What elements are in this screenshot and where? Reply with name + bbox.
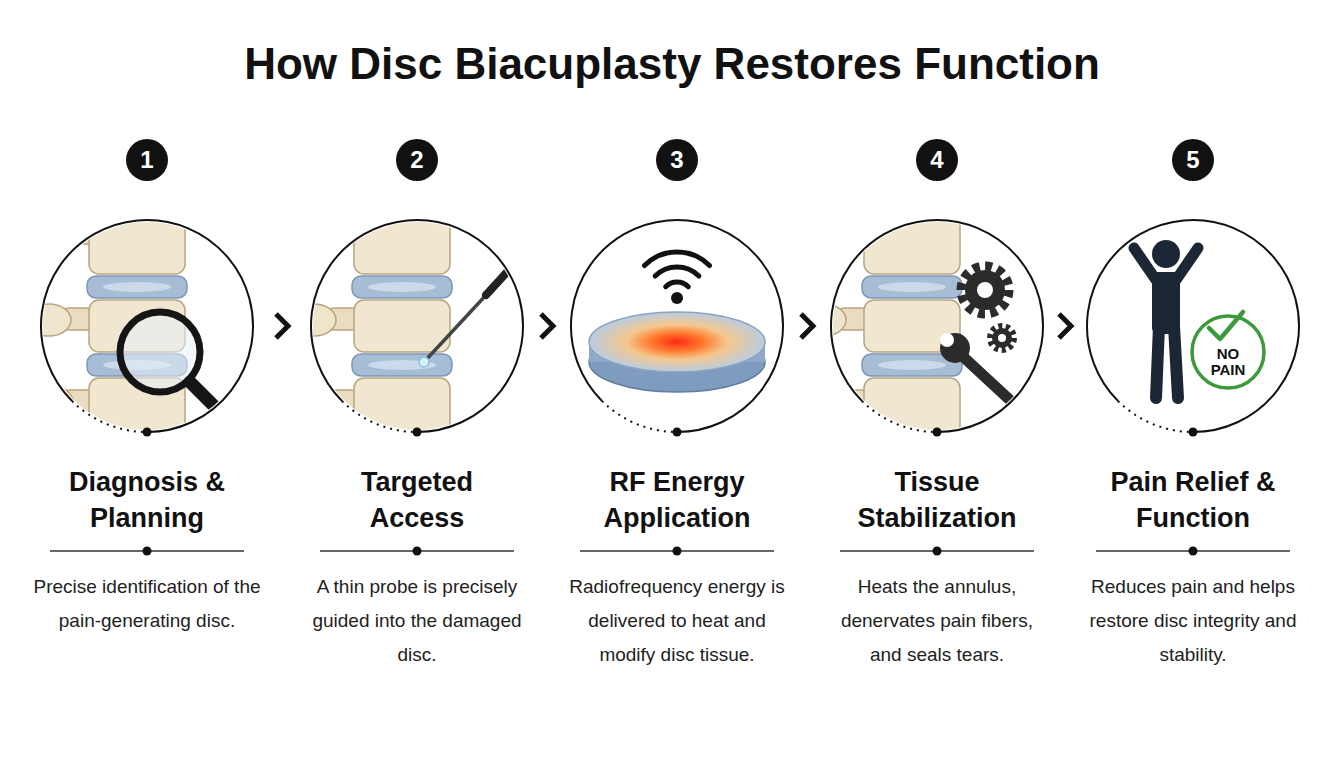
heated-disc: [589, 312, 765, 372]
circle-outline-dotted: [602, 401, 677, 432]
rf-illustration: [589, 252, 765, 392]
step-number: 5: [1172, 139, 1214, 181]
magnifier-handle: [190, 382, 232, 424]
step-description: Radiofrequency energy is delivered to he…: [563, 570, 791, 672]
gear-teeth: [990, 326, 1014, 350]
chevron-head: [541, 314, 553, 338]
step-description: Heats the annulus, denervates pain fiber…: [823, 570, 1051, 672]
circle-outline: [311, 220, 523, 432]
check-mark: [1209, 312, 1243, 339]
page-title: How Disc Biacuplasty Restores Function: [0, 34, 1344, 94]
circle-outline-dotted: [72, 401, 147, 432]
circle-outline-dotted: [862, 401, 937, 432]
step-number: 4: [916, 139, 958, 181]
divider-dot: [1189, 547, 1198, 556]
gear: [965, 270, 1005, 310]
probe-tip: [419, 357, 429, 367]
step-badge: 2: [396, 139, 438, 181]
circle-outline: [571, 220, 783, 432]
node-shape: [1086, 219, 1300, 433]
figure-leg: [1174, 326, 1178, 398]
badge-circle: [916, 139, 958, 181]
node-shape: [830, 219, 1044, 433]
spine-figure: [292, 194, 452, 458]
circle-outline: [41, 220, 253, 432]
stabilization-illustration: [802, 194, 1014, 458]
step-circle: Pain Relief & FunctionReduces pain and h…: [1086, 219, 1300, 433]
circle-outline: [831, 220, 1043, 432]
divider-dot: [933, 547, 942, 556]
circle-dot: [933, 428, 942, 437]
connector-path: [524, 325, 570, 328]
gear: [992, 328, 1012, 348]
step-description: A thin probe is precisely guided into th…: [303, 570, 531, 672]
step-heading: Diagnosis & Planning: [52, 464, 242, 536]
step-circle: Targeted AccessA thin probe is precisely…: [310, 219, 524, 433]
step-description: Reduces pain and helps restore disc inte…: [1079, 570, 1307, 672]
step-badge: 4: [916, 139, 958, 181]
step-badge: 5: [1172, 139, 1214, 181]
signal-wave: [655, 267, 699, 276]
step-number: 3: [656, 139, 698, 181]
step-heading: RF Energy Application: [582, 464, 772, 536]
probe-handle: [486, 271, 508, 295]
gear-teeth: [961, 266, 1009, 314]
wrench-notch: [940, 333, 954, 347]
signal-wave: [666, 282, 689, 287]
step-circle: RF Energy ApplicationRadiofrequency ener…: [570, 219, 784, 433]
step-number: 2: [396, 139, 438, 181]
circle-outline-dotted: [342, 401, 417, 432]
connector-path: [784, 325, 830, 328]
dividers: [50, 547, 1290, 556]
badge-circle: [126, 139, 168, 181]
status-badge: NO PAIN: [1190, 314, 1266, 390]
spine-figure: [802, 194, 962, 458]
flow-chevron: [524, 314, 570, 338]
gear-hole: [977, 282, 993, 298]
circle-dot: [143, 428, 152, 437]
node-shape: [310, 219, 524, 433]
wrench-handle: [958, 352, 1012, 402]
circle-dot: [673, 428, 682, 437]
divider-dot: [143, 547, 152, 556]
figure-leg: [1156, 326, 1159, 398]
step-heading: Tissue Stabilization: [842, 464, 1032, 536]
circle-outline: [1087, 220, 1299, 432]
chevron-head: [801, 314, 813, 338]
flow-chevron: [784, 314, 830, 338]
step-circle: Tissue StabilizationHeats the annulus, d…: [830, 219, 1044, 433]
connector-path: [1044, 325, 1086, 328]
circle-dot: [1189, 428, 1198, 437]
divider-dot: [413, 547, 422, 556]
step-circle: Diagnosis & PlanningPrecise identificati…: [40, 219, 254, 433]
step-heading: Pain Relief & Function: [1098, 464, 1288, 536]
node-shape: [570, 219, 784, 433]
diagnosis-illustration: [27, 194, 232, 458]
step-number: 1: [126, 139, 168, 181]
step-description: Precise identification of the pain-gener…: [33, 570, 261, 638]
badge-circle: [396, 139, 438, 181]
access-illustration: [292, 194, 508, 458]
figure-head: [1152, 240, 1180, 268]
step-badge: 1: [126, 139, 168, 181]
circle-dot: [413, 428, 422, 437]
badge-circle: [1172, 139, 1214, 181]
wrench-head: [940, 333, 970, 363]
flow-chevron: [1044, 314, 1086, 338]
signal-dot: [671, 292, 683, 304]
connector-path: [254, 325, 310, 328]
badge-circle: [656, 139, 698, 181]
circle-outline-dotted: [1118, 401, 1193, 432]
divider-dot: [673, 547, 682, 556]
flow-chevron: [254, 314, 310, 338]
chevron-head: [276, 314, 288, 338]
node-shape: [40, 219, 254, 433]
step-badge: 3: [656, 139, 698, 181]
badge-label: NO PAIN: [1203, 346, 1253, 378]
gear-hole: [998, 334, 1006, 342]
signal-wave: [645, 252, 710, 265]
step-heading: Targeted Access: [322, 464, 512, 536]
relief-illustration: [1134, 240, 1198, 398]
chevron-head: [1059, 314, 1071, 338]
